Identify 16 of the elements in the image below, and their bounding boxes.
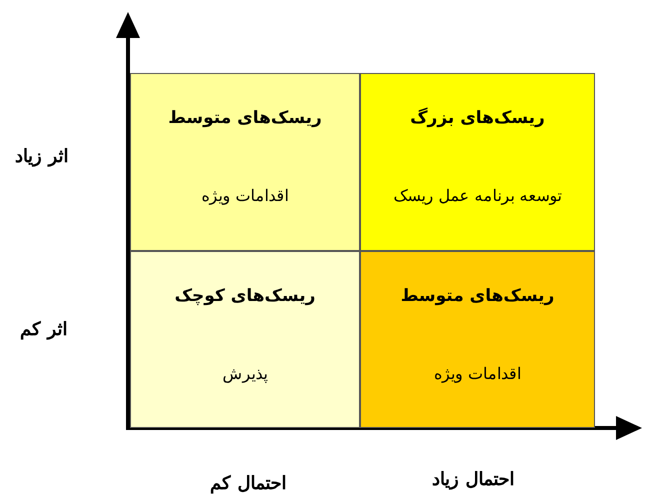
matrix-cell	[130, 251, 360, 428]
cell-text: پذیرش	[222, 364, 268, 383]
cell-heading: ریسک‌های بزرگ	[409, 108, 546, 128]
cell-text: اقدامات ویژه	[200, 186, 290, 205]
matrix-cell	[360, 251, 595, 428]
axis-label: احتمال زیاد	[432, 468, 514, 490]
cell-text: توسعه برنامه عمل ریسک	[392, 186, 563, 205]
axis-label: اثر کم	[20, 318, 68, 340]
axis-label: احتمال کم	[210, 472, 286, 494]
matrix-cell	[360, 73, 595, 251]
matrix-cell	[130, 73, 360, 251]
axis-label: اثر زیاد	[15, 145, 68, 167]
cell-heading: ریسک‌های متوسط	[167, 108, 323, 128]
cell-heading: ریسک‌های متوسط	[400, 286, 556, 306]
cell-text: اقدامات ویژه	[432, 364, 522, 383]
cell-heading: ریسک‌های کوچک	[174, 286, 316, 306]
